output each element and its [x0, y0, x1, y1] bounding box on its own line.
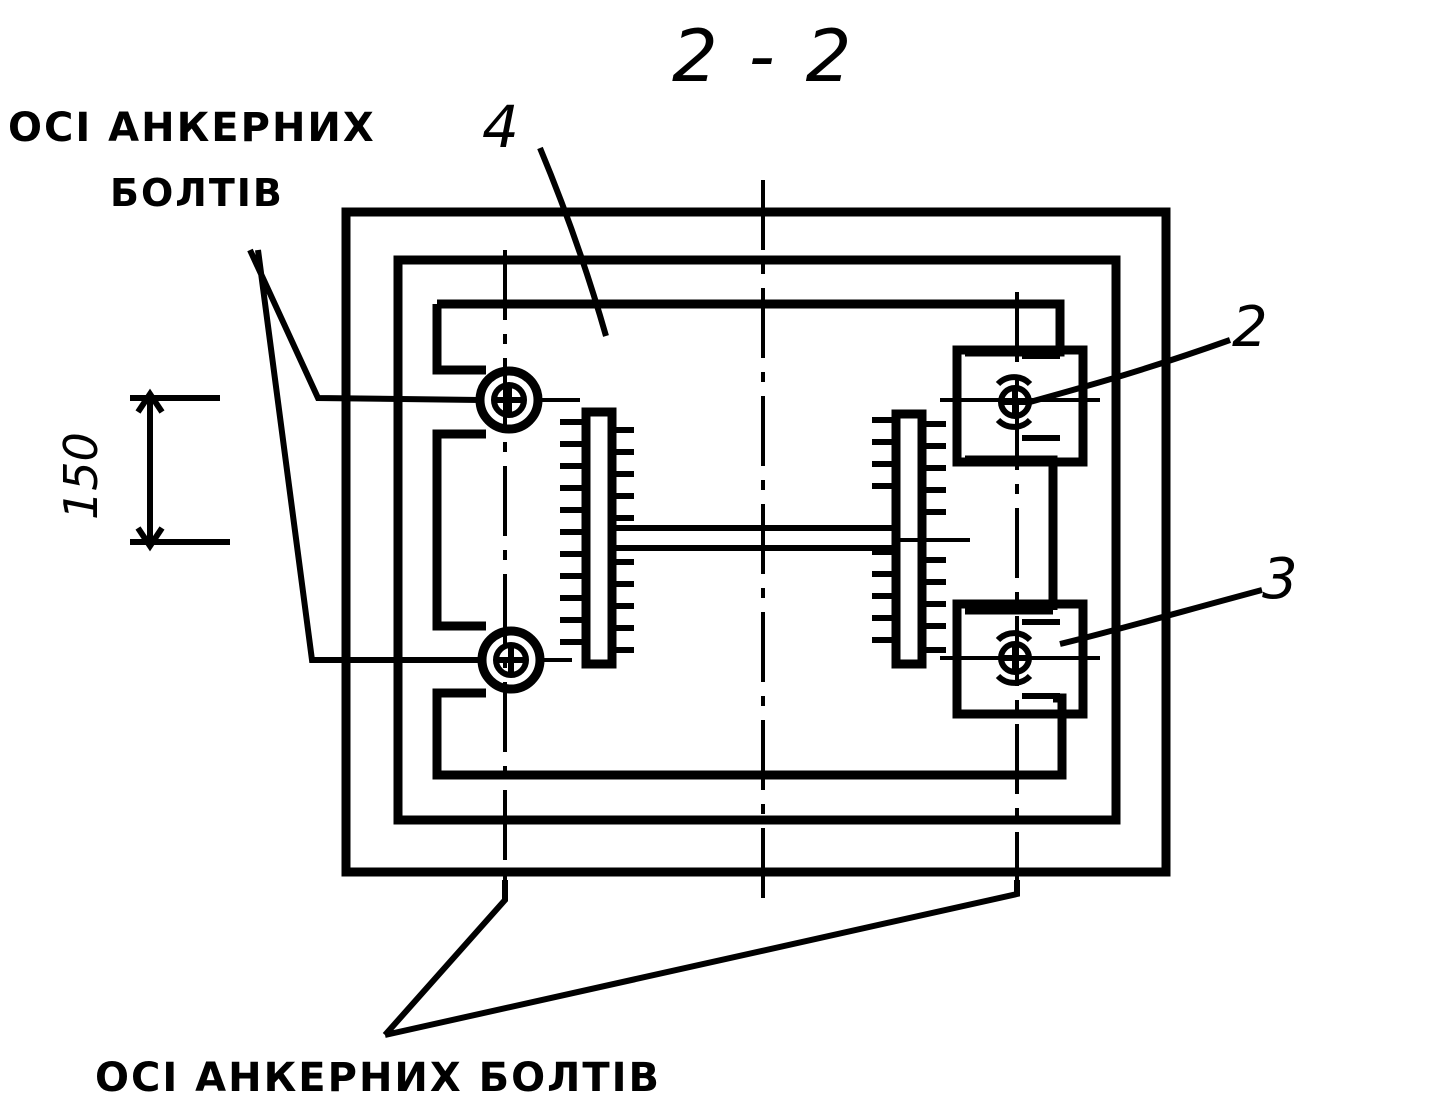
leader-bottom-axis-label — [382, 880, 1020, 1038]
column-flange-left — [560, 407, 634, 669]
anchor-bolt-axes-label-bottom: ОСІ АНКЕРНИХ БОЛТІВ — [95, 1055, 662, 1101]
column-web — [612, 525, 896, 551]
callout-2: 2 — [1232, 295, 1268, 360]
anchor-block-2 — [952, 345, 1088, 467]
dimension-150-value: 150 — [54, 432, 108, 520]
callout-4: 4 — [482, 93, 519, 161]
section-title: 2 - 2 — [672, 14, 856, 98]
anchor-bolt-axes-label-top-line2: БОЛТІВ — [110, 171, 284, 215]
leader-callout-3 — [1059, 587, 1263, 647]
leader-top-axis-label — [247, 248, 482, 663]
column-flange-right — [872, 409, 946, 669]
outer-plate — [341, 207, 1171, 877]
callout-3: 3 — [1262, 547, 1298, 612]
leader-callout-4 — [537, 146, 609, 337]
inner-frame — [393, 255, 1121, 825]
leader-callout-2 — [1029, 337, 1232, 405]
anchor-bolt-axes-label-top-line1: ОСІ АНКЕРНИХ — [8, 105, 376, 151]
dimension-150 — [130, 388, 230, 552]
anchor-bolt-left-top — [475, 366, 543, 434]
anchor-bolt-left-bottom — [477, 626, 545, 694]
